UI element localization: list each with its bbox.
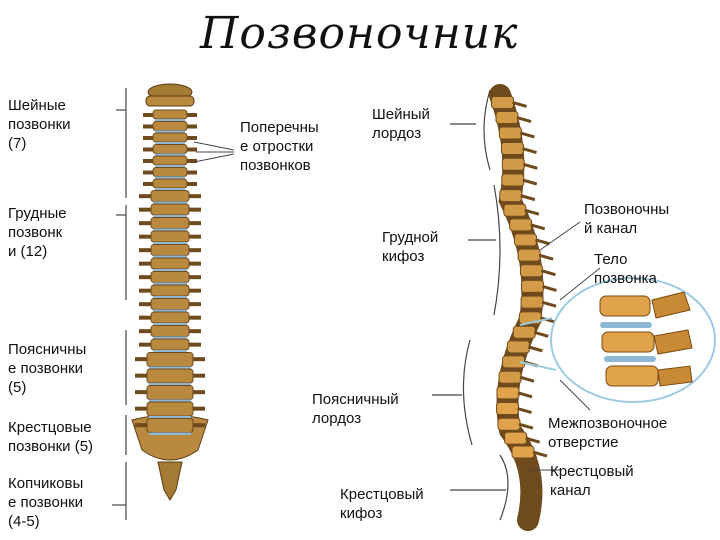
spinous-process [522,149,536,153]
side-vertebra [496,112,518,124]
label-thoracic-vertebrae: Грудные позвонк и (12) [8,204,67,261]
side-vertebra [499,371,521,383]
vertebra [151,312,189,323]
side-vertebra [504,204,526,216]
vertebra-inset [520,278,715,402]
vertebra [147,402,193,416]
label-spinal-canal: Позвоночны й канал [584,200,669,238]
side-vertebra [510,219,532,231]
side-vertebra [513,326,535,338]
vertebra [151,218,189,229]
label-intervertebral-foramen: Межпозвоночное отверстие [548,414,667,452]
label-sacral-vertebrae: Крестцовые позвонки (5) [8,418,93,456]
vertebra [153,145,187,154]
side-vertebra [492,96,514,108]
spinous-process [520,377,534,381]
side-vertebra [520,265,542,277]
side-vertebra [507,341,529,353]
label-coccygeal-vertebrae: Копчиковы е позвонки (4-5) [8,474,83,531]
side-vertebra [497,387,519,399]
side-vertebra [502,174,524,186]
side-vertebra [500,190,522,202]
label-lumbar-vertebrae: Поясничны е позвонки (5) [8,340,86,397]
spinous-process [534,332,548,336]
side-vertebra [502,158,524,170]
spinous-process [523,164,537,168]
vertebra [151,231,189,242]
vertebra [147,353,193,367]
label-thoracic-kyphosis: Грудной кифоз [382,228,438,266]
vertebra [147,386,193,400]
vertebra [153,133,187,142]
side-vertebra [512,446,534,458]
spinous-process [521,196,535,200]
vertebra [151,285,189,296]
coccyx [158,462,182,500]
side-vertebra [498,418,520,430]
vertebra [147,369,193,383]
inset-vertebrae [600,292,692,386]
vertebra [151,272,189,283]
spinous-process [539,255,553,259]
intervertebral-disc [149,433,191,436]
spinous-process [541,271,555,275]
spinous-process [542,302,556,306]
side-vertebra [499,127,521,139]
vertebra [153,110,187,119]
vertebra [147,419,193,433]
side-vertebra [518,249,540,261]
spinous-process [542,286,556,290]
vertebra [153,156,187,165]
label-cervical-lordosis: Шейный лордоз [372,105,430,143]
side-vertebra [497,403,519,415]
label-transverse-processes: Поперечны е отростки позвонков [240,118,319,175]
spinous-process [520,133,534,137]
vertebra [151,258,189,269]
spinous-process [518,409,532,413]
vertebra [153,179,187,188]
side-vertebra [505,432,527,444]
label-vertebral-body: Тело позвонка [594,250,657,288]
front-spine [132,84,208,500]
label-lumbar-lordosis: Поясничный лордоз [312,390,399,428]
vertebra [153,122,187,131]
spinous-process [528,347,542,351]
vertebra [153,168,187,177]
vertebra [151,339,189,350]
side-vertebra [521,280,543,292]
vertebra [151,326,189,337]
spinous-process [518,393,532,397]
side-vertebra [501,143,523,155]
transverse-pointer-lines [194,142,234,162]
vertebra [151,191,189,202]
spinous-process [523,180,537,184]
section-brackets [112,88,126,520]
vertebra [151,299,189,310]
label-sacral-canal: Крестцовый канал [550,462,634,500]
label-cervical-vertebrae: Шейные позвонки (7) [8,96,71,153]
label-sacral-kyphosis: Крестцовый кифоз [340,485,424,523]
vertebra [151,204,189,215]
curve-brackets [432,90,508,520]
side-vertebra [521,296,543,308]
vertebra [151,245,189,256]
side-vertebra [515,234,537,246]
